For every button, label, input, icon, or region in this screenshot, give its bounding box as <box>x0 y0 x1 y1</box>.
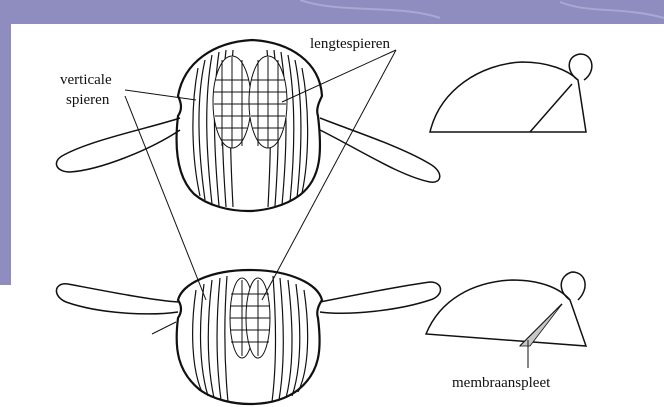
bottom-longitudinal-muscles <box>230 278 270 358</box>
top-longitudinal-muscles <box>213 56 287 148</box>
top-side-view <box>430 54 592 132</box>
bottom-left-wing <box>56 284 178 334</box>
bottom-side-view <box>426 272 586 346</box>
leader-lines <box>125 50 528 368</box>
membrane-gap <box>520 304 562 346</box>
bottom-right-wing <box>320 282 441 313</box>
top-left-wing <box>56 118 180 172</box>
label-vertical-muscles-line1: verticale <box>60 72 112 88</box>
label-longitudinal-muscles: lengtespieren <box>310 36 390 52</box>
label-vertical-muscles-line2: spieren <box>66 92 110 108</box>
top-right-wing <box>320 118 440 182</box>
label-membrane-gap: membraanspleet <box>452 375 551 391</box>
